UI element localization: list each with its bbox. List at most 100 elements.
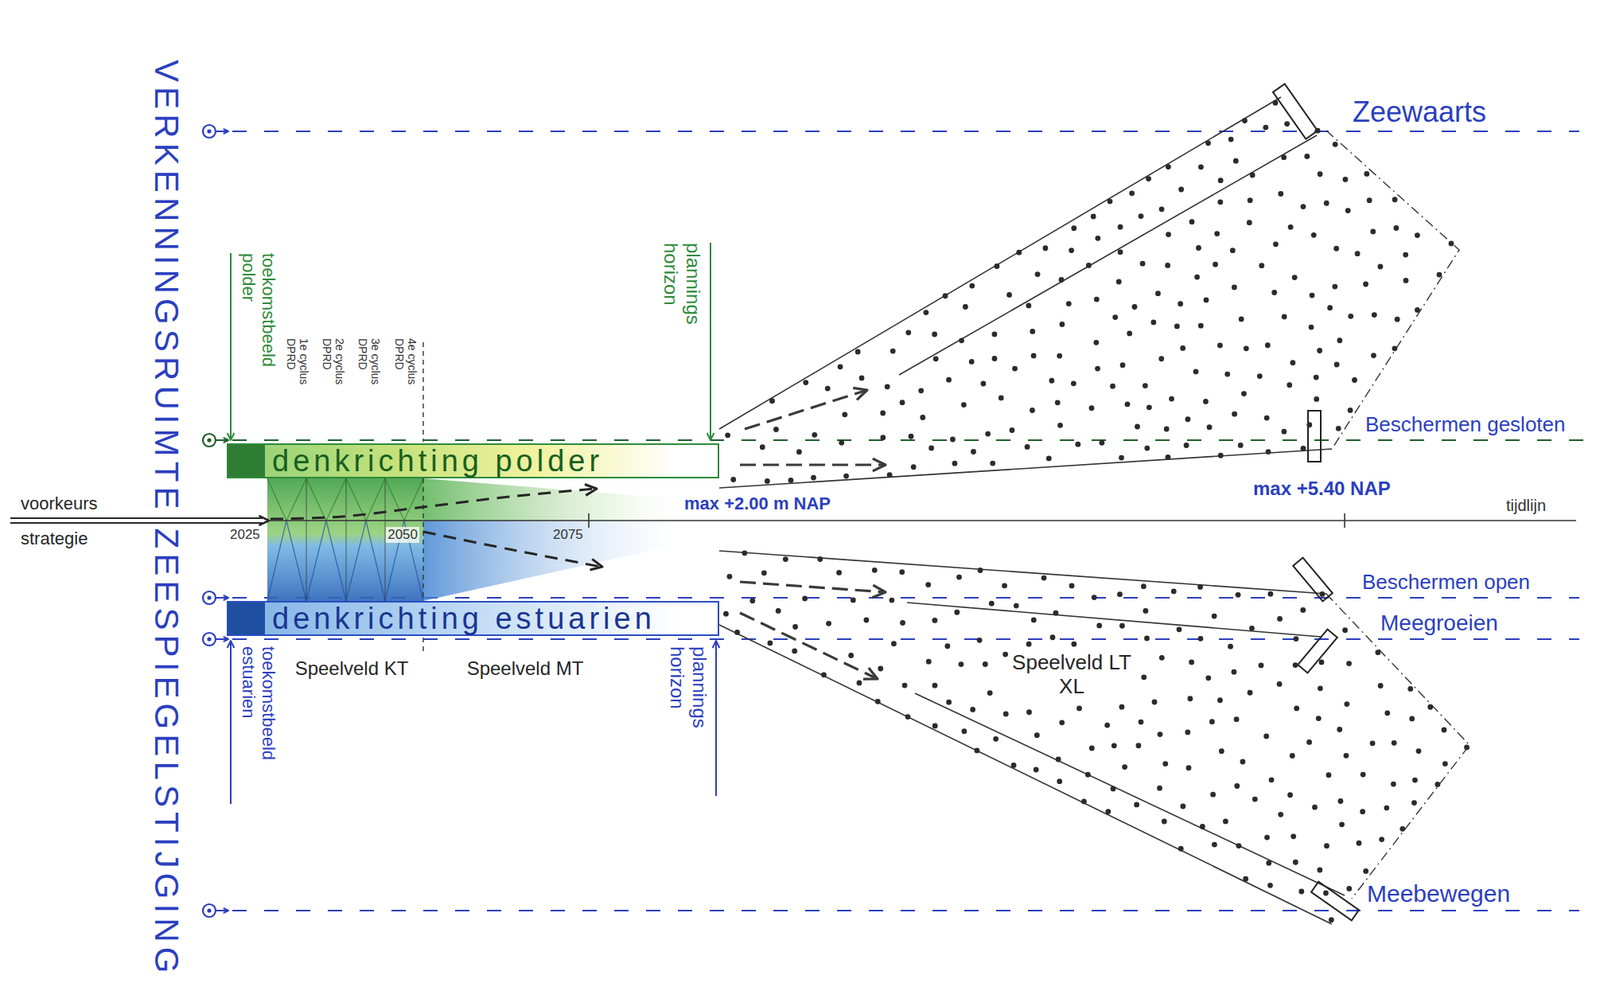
uncertainty-dot: [1165, 231, 1172, 238]
uncertainty-dot: [1272, 241, 1279, 247]
uncertainty-dot: [956, 574, 962, 581]
uncertainty-dot: [1378, 682, 1384, 689]
horizon-label: plannings horizon: [660, 242, 705, 386]
uncertainty-dot: [1016, 249, 1022, 256]
uncertainty-dot: [1442, 760, 1449, 767]
uncertainty-dot: [925, 581, 931, 588]
uncertainty-dot: [1267, 591, 1273, 597]
uncertainty-dot: [1242, 875, 1249, 882]
uncertainty-dot: [1403, 277, 1410, 284]
uncertainty-dot: [1334, 362, 1340, 368]
uncertainty-dot: [1300, 445, 1307, 452]
uncertainty-dot: [856, 679, 863, 686]
uncertainty-dot: [749, 597, 756, 604]
uncertainty-dot: [1277, 811, 1284, 818]
uncertainty-dot: [1056, 353, 1063, 359]
uncertainty-dot: [932, 617, 939, 623]
uncertainty-dot: [1116, 279, 1122, 285]
future-marker: [228, 602, 265, 635]
uncertainty-dot: [1332, 141, 1339, 148]
uncertainty-dot: [945, 699, 952, 705]
future-marker: [228, 444, 265, 477]
uncertainty-dot: [992, 735, 999, 742]
uncertainty-dot: [1217, 342, 1223, 349]
arrowhead: [223, 636, 229, 642]
uncertainty-dot: [1315, 715, 1322, 721]
uncertainty-dot: [992, 331, 998, 338]
uncertainty-dot: [1343, 176, 1349, 183]
uncertainty-dot: [1233, 158, 1239, 164]
uncertainty-dot: [1188, 659, 1195, 666]
uncertainty-dot: [1210, 791, 1216, 798]
uncertainty-dot: [1086, 262, 1092, 269]
uncertainty-dot: [1211, 613, 1218, 619]
uncertainty-dot: [1363, 171, 1370, 177]
uncertainty-dot: [1161, 818, 1168, 825]
uncertainty-dot: [1132, 303, 1138, 310]
uncertainty-dot: [734, 629, 740, 635]
uncertainty-dot: [891, 640, 897, 647]
pointer-line: [229, 253, 232, 440]
uncertainty-dot: [1298, 888, 1305, 895]
uncertainty-dot: [1155, 290, 1161, 296]
uncertainty-dot: [782, 556, 789, 562]
uncertainty-dot: [1059, 321, 1066, 328]
uncertainty-dot: [1094, 235, 1101, 242]
uncertainty-dot: [958, 337, 965, 343]
uncertainty-dot: [1258, 661, 1265, 668]
uncertainty-dot: [1360, 771, 1367, 778]
uncertainty-dot: [1414, 307, 1421, 313]
uncertainty-dot: [962, 303, 969, 310]
scenario-cones: [719, 83, 1470, 924]
uncertainty-dot: [1205, 140, 1211, 146]
uncertainty-dot: [1031, 353, 1037, 359]
uncertainty-dot: [1085, 771, 1091, 778]
cone-line: [719, 97, 1281, 429]
uncertainty-dot: [1351, 377, 1358, 383]
uncertainty-dot: [1164, 262, 1171, 269]
uncertainty-dot: [1316, 867, 1323, 873]
uncertainty-dot: [850, 597, 857, 604]
uncertainty-dot: [1264, 834, 1270, 841]
uncertainty-dot: [1217, 696, 1223, 703]
uncertainty-dot: [1187, 695, 1193, 701]
cycle-label: 2e cyclus DPRD: [320, 338, 347, 407]
uncertainty-dot: [1276, 681, 1283, 687]
uncertainty-dot: [1336, 726, 1343, 732]
uncertainty-dot: [931, 331, 938, 338]
uncertainty-dot: [1076, 705, 1083, 712]
uncertainty-dot: [1323, 890, 1329, 896]
uncertainty-dot: [1183, 442, 1190, 448]
strategy-arrow: [10, 521, 263, 524]
uncertainty-dot: [1231, 284, 1238, 291]
uncertainty-dot: [1206, 424, 1213, 430]
uncertainty-dot: [1058, 276, 1065, 283]
short-term-area: [267, 342, 720, 655]
uncertainty-dot: [1308, 324, 1315, 331]
uncertainty-dot: [837, 363, 844, 370]
uncertainty-dot: [1292, 859, 1299, 865]
uncertainty-dot: [1343, 752, 1350, 759]
uncertainty-dot: [1057, 422, 1063, 429]
direction-band: denkrichting polder: [226, 443, 720, 479]
uncertainty-dot: [1370, 352, 1377, 359]
uncertainty-dot: [1366, 197, 1373, 203]
uncertainty-dot: [1313, 396, 1320, 402]
uncertainty-dot: [1362, 868, 1369, 874]
uncertainty-dot: [992, 355, 998, 362]
trend-arrow: [744, 389, 868, 429]
cone-line: [719, 448, 1332, 488]
uncertainty-dot: [1058, 719, 1065, 725]
uncertainty-dot: [1162, 760, 1168, 767]
uncertainty-dot: [899, 619, 906, 626]
uncertainty-dot: [1264, 415, 1270, 421]
uncertainty-dot: [1346, 885, 1352, 892]
uncertainty-dot: [1257, 373, 1263, 379]
uncertainty-dot: [1392, 196, 1398, 203]
uncertainty-dot: [969, 358, 975, 365]
uncertainty-dot: [1046, 455, 1052, 462]
guide-line: [232, 130, 1580, 133]
uncertainty-dot: [994, 263, 1001, 269]
cycle-divider: [345, 478, 347, 601]
uncertainty-dot: [1178, 845, 1184, 852]
